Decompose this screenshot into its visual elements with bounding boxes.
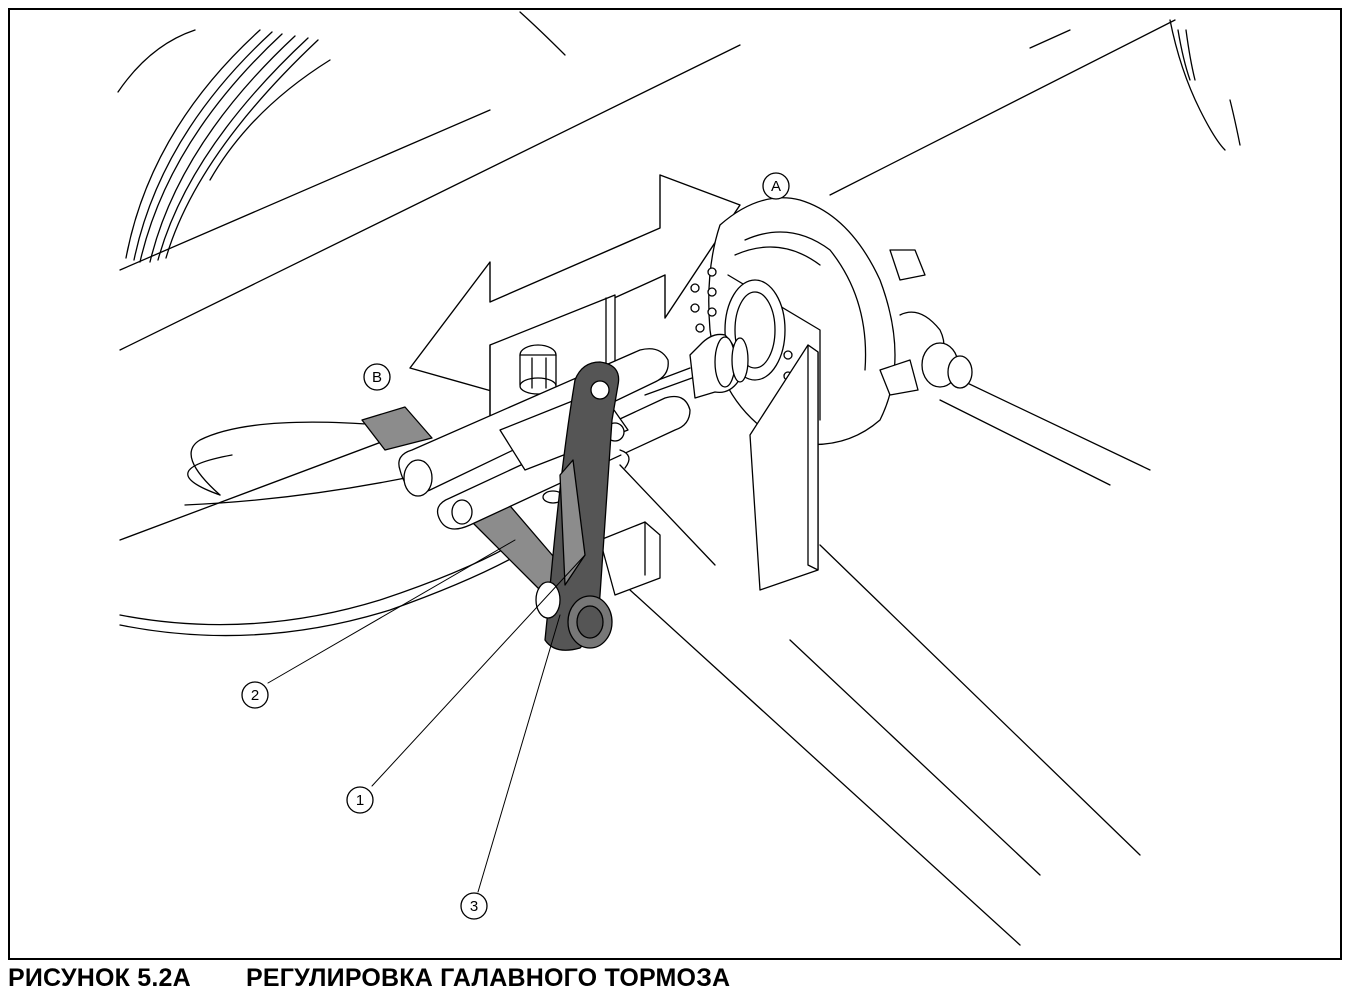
figure-title: РЕГУЛИРОВКА ГАЛАВНОГО ТОРМОЗА [246, 964, 731, 992]
callout-b: B [363, 363, 391, 391]
callout-b-label: B [372, 369, 382, 386]
lower-frame [119, 369, 1151, 946]
tank-upper-right [829, 19, 1241, 196]
callout-a: A [762, 172, 790, 200]
callout-1: 1 [346, 786, 374, 814]
callout-2-label: 2 [251, 687, 259, 704]
chamber-fittings [879, 249, 973, 396]
figure-frame [8, 8, 1342, 960]
push-rod-boot [644, 333, 749, 399]
bracket-plate [749, 344, 819, 591]
roller-axle [535, 581, 561, 619]
callout-3-label: 3 [470, 898, 478, 915]
brake-adjustment-drawing: A B 1 2 3 [117, 11, 1241, 946]
support-bracket [599, 521, 661, 596]
figure-number: РИСУНОК 5.2А [8, 964, 191, 992]
brake-chamber [690, 197, 896, 446]
callout-1-label: 1 [356, 792, 364, 809]
callout-a-label: A [771, 178, 781, 195]
adjuster-nut [519, 344, 557, 395]
wheel-rim-lower [119, 421, 531, 637]
upper-beam [119, 44, 741, 351]
callout-2: 2 [241, 681, 269, 709]
wheel-rim-upper [117, 11, 566, 263]
brake-straps [361, 406, 566, 591]
callout-3: 3 [460, 892, 488, 920]
callout-leaders [267, 539, 586, 893]
